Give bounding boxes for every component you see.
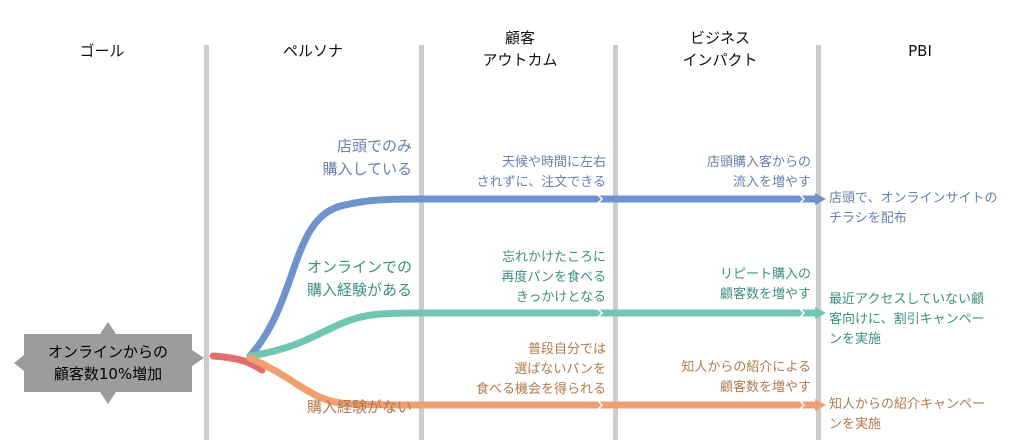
pbi-label: 店頭で、オンラインサイトの チラシを配布	[829, 191, 998, 226]
arrow-head-icon	[815, 193, 826, 205]
pbi-label: 最近アクセスしていない顧 客向けに、割引キャンペー ンを実施	[829, 292, 985, 347]
header-pbi: PBI	[908, 42, 932, 60]
chevron-icon	[597, 308, 604, 318]
goal-box: オンラインからの 顧客数10%増加	[24, 334, 192, 392]
arrow-head-icon	[815, 399, 826, 411]
chevron-icon	[799, 194, 806, 204]
column-divider	[204, 45, 209, 440]
persona-label: 店頭でのみ 購入している	[322, 137, 412, 178]
chevron-icon	[597, 400, 604, 410]
column-divider	[613, 45, 618, 440]
column-divider	[816, 45, 821, 440]
pbi-label: 知人からの紹介キャンペー ンを実施	[829, 397, 986, 432]
impact-label: 店頭購入客からの 流入を増やす	[706, 155, 811, 190]
outcome-label: 天候や時間に左右 されずに、注文できる	[476, 155, 606, 190]
header-persona: ペルソナ	[282, 42, 343, 60]
chevron-icon	[799, 400, 806, 410]
header-impact: ビジネス インパクト	[682, 29, 758, 69]
chevron-icon	[799, 308, 806, 318]
outcome-label: 普段自分では 選ばないパンを 食べる機会を得られる	[475, 342, 606, 397]
flow-band-blue-curve	[246, 195, 424, 360]
flow-band-orange-curve	[246, 354, 424, 409]
arrow-head-icon	[815, 307, 826, 319]
column-divider	[419, 45, 424, 440]
impact-label: 知人からの紹介による 顧客数を増やす	[681, 360, 811, 395]
header-outcome: 顧客 アウトカム	[482, 29, 558, 69]
goal-arrow-top	[100, 322, 116, 334]
chevron-icon	[597, 194, 604, 204]
flow-band-green-curve	[246, 309, 424, 360]
persona-label: オンラインでの 購入経験がある	[306, 258, 412, 299]
flow-band-red-curve	[209, 352, 266, 374]
goal-arrow-right	[192, 350, 204, 366]
outcome-label: 忘れかけたころに 再度パンを食べる きっかけとなる	[501, 250, 606, 305]
goal-arrow-bottom	[100, 392, 116, 404]
impact-label: リピート購入の 顧客数を増やす	[719, 267, 811, 302]
persona-label: 購入経験がない	[306, 398, 412, 416]
header-goal: ゴール	[79, 42, 125, 60]
goal-arrow-left	[14, 355, 24, 371]
